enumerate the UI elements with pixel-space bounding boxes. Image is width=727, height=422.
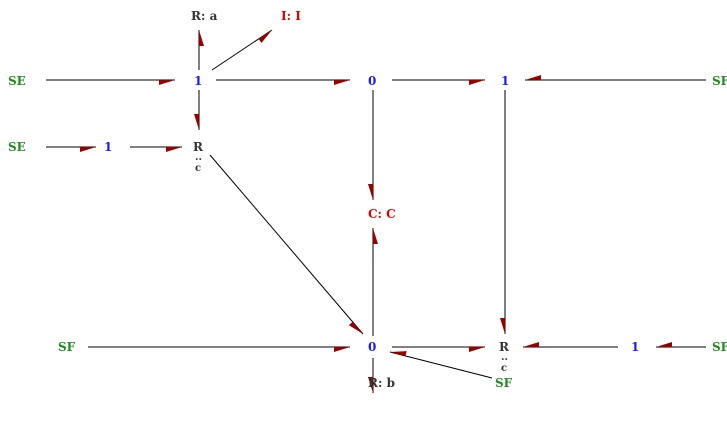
- arrowhead-1-top-to-0-top: [334, 80, 350, 85]
- arrowhead-1-right-to-r-c-right: [500, 318, 505, 334]
- arrowhead-sf-to-0-bottom: [334, 347, 350, 352]
- junction-1-top: 1: [194, 74, 203, 88]
- arrowhead-0-top-to-1-right: [469, 80, 485, 85]
- arrowhead-0-bottom-to-r-b: [368, 377, 373, 393]
- arrowhead-se-to-1-top: [159, 80, 175, 85]
- node-sf-right-bottom: SF: [712, 340, 727, 354]
- node-sf-bottom: SF: [495, 376, 513, 390]
- node-r-c-left-dots: ..: [195, 152, 202, 163]
- node-sf-right-top: SF: [712, 74, 727, 88]
- arrowhead-r-c-left-to-0-bottom: [348, 321, 363, 334]
- node-c-c: C: C: [368, 207, 396, 221]
- node-r-b: R: b: [368, 376, 395, 390]
- arrowhead-1-bottom-right-to-r-c-right: [523, 342, 539, 347]
- arrowhead-0-bottom-to-c-c: [373, 228, 378, 244]
- junction-0-bottom: 0: [368, 340, 377, 354]
- node-se-bottom: SE: [8, 140, 26, 154]
- node-r-a: R: a: [191, 9, 218, 23]
- arrowhead-sf-bottom-to-0-bottom: [390, 351, 407, 356]
- bond-sf-bottom-to-0-bottom: [389, 351, 493, 379]
- arrowhead-0-top-to-c-c: [368, 184, 373, 200]
- node-r-c-left-sub: c: [195, 163, 202, 174]
- junction-1-left: 1: [104, 140, 113, 154]
- arrowhead-1-top-to-i-i: [258, 30, 272, 44]
- node-r-c-left: R: [193, 140, 203, 154]
- arrowhead-sf-to-1-right: [525, 75, 541, 80]
- junction-1-right: 1: [501, 74, 510, 88]
- arrowhead-1-top-to-r-c-left: [194, 114, 199, 130]
- node-r-c-right-dots: ..: [501, 352, 508, 363]
- node-sf-left: SF: [58, 340, 76, 354]
- arrowhead-1-left-to-r-c-left: [166, 147, 182, 152]
- arrowhead-se-to-1-left: [80, 147, 96, 152]
- arrowhead-sf-to-1-bottom-right: [656, 342, 672, 347]
- junction-0-top: 0: [368, 74, 377, 88]
- node-i-i: I: I: [281, 9, 301, 23]
- bond-r-c-left-to-0-bottom: [209, 154, 364, 335]
- junction-1-bottom-right: 1: [631, 340, 640, 354]
- arrowhead-1-top-to-r-a: [199, 30, 204, 46]
- node-r-c-right: R: [499, 340, 509, 354]
- arrowhead-0-bottom-to-r-c-right: [469, 347, 485, 352]
- node-se-top: SE: [8, 74, 26, 88]
- node-r-c-right-sub: c: [501, 363, 508, 374]
